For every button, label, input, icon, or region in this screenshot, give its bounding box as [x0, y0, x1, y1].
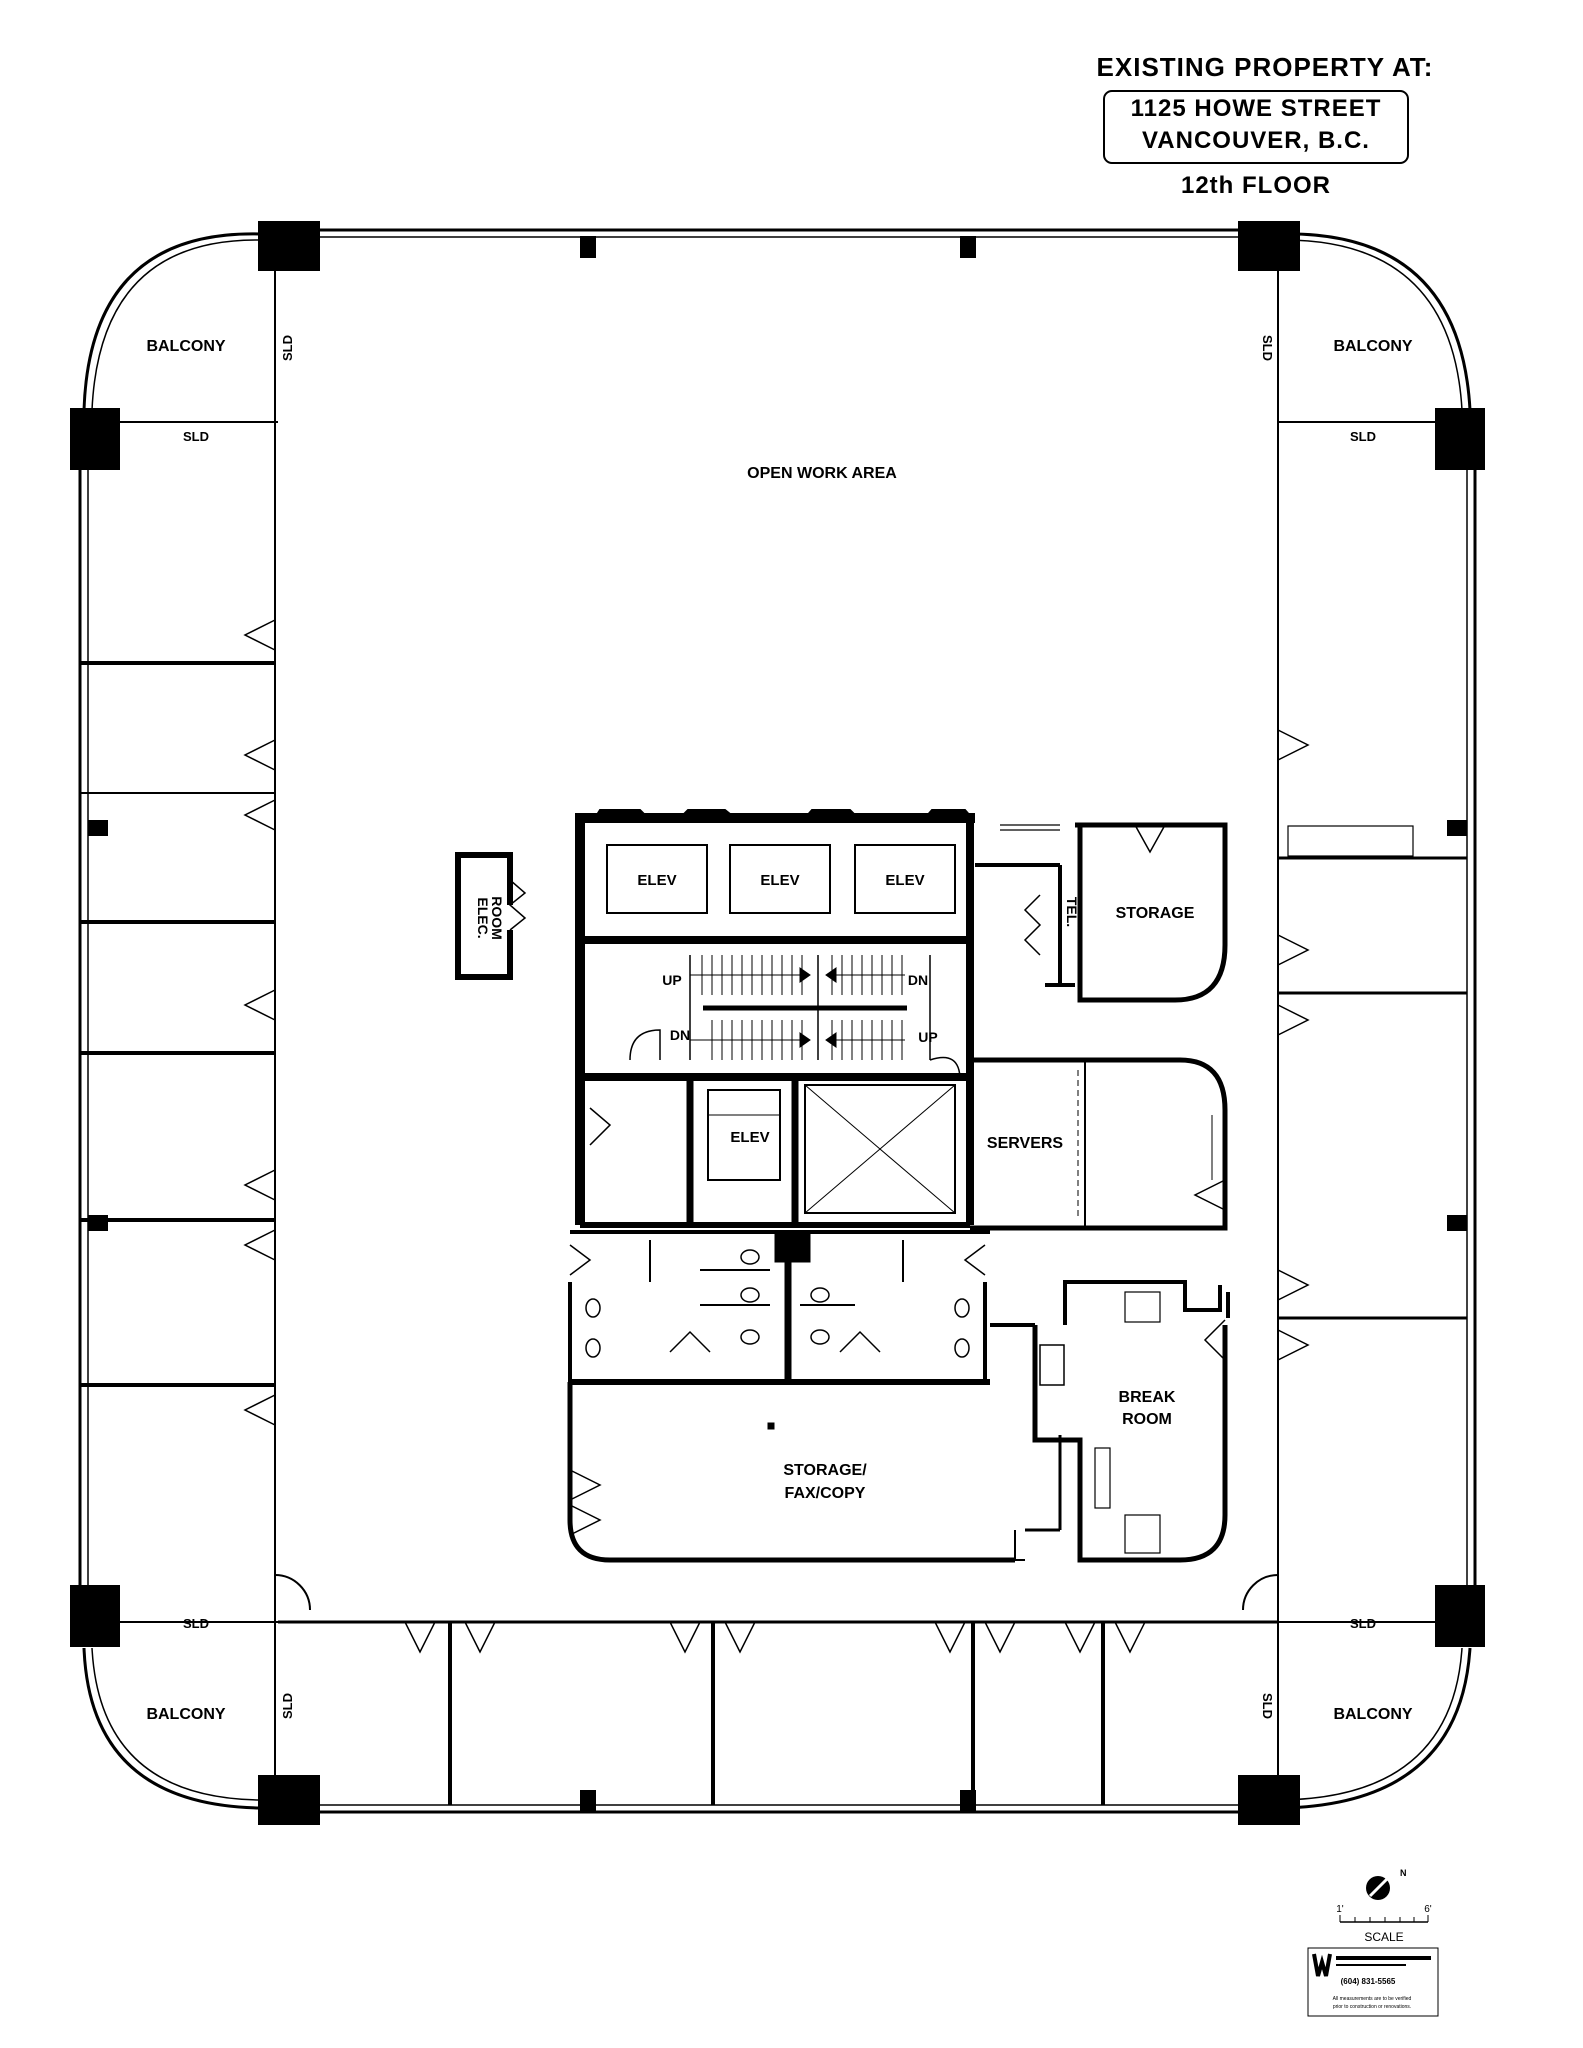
address-street: 1125 HOWE STREET: [1130, 95, 1382, 122]
property-label: EXISTING PROPERTY AT:: [1096, 52, 1434, 82]
storage-fax-room: [567, 1382, 1062, 1563]
label-elec-1: ELEC.: [475, 897, 491, 938]
scale-bar: 1' 6' SCALE: [1336, 1904, 1432, 1944]
north-mark: N: [1400, 1868, 1407, 1878]
label-stair-up-1: UP: [662, 972, 681, 988]
label-elec-2: ROOM: [489, 896, 505, 940]
label-elev-2: ELEV: [760, 872, 799, 889]
label-stair-up-2: UP: [918, 1029, 937, 1045]
scale-right-tick: 6': [1424, 1904, 1432, 1915]
label-sld-sw-h: SLD: [183, 1616, 209, 1631]
left-offices: [80, 422, 311, 1622]
label-sld-ne-h: SLD: [1350, 429, 1376, 444]
logo-note-2: prior to construction or renovations.: [1333, 2004, 1411, 2010]
logo-phone: (604) 831-5565: [1341, 1977, 1396, 1986]
company-logo: (604) 831-5565 All measurements are to b…: [1307, 1947, 1439, 2017]
label-sld-ne-v: SLD: [1260, 335, 1275, 361]
label-tel: TEL.: [1064, 897, 1080, 927]
label-sld-sw-v: SLD: [280, 1693, 295, 1719]
room-labels: OPEN WORK AREA BALCONY BALCONY BALCONY B…: [146, 335, 1412, 1723]
logo-note-1: All measurements are to be verified: [1333, 1996, 1412, 2002]
break-room: [990, 1280, 1230, 1563]
tel-storage-rooms: [975, 822, 1228, 1003]
label-open-work-area: OPEN WORK AREA: [747, 465, 897, 482]
label-sld-nw-h: SLD: [183, 429, 209, 444]
scale-label: SCALE: [1364, 1930, 1403, 1944]
electrical-room: [455, 852, 527, 980]
right-offices: [1242, 422, 1467, 1622]
label-sld-nw-v: SLD: [280, 335, 295, 361]
label-storage-fax-1: STORAGE/: [783, 1462, 867, 1479]
label-storage-fax-2: FAX/COPY: [785, 1485, 866, 1502]
bottom-offices: [278, 1620, 1278, 1805]
label-sld-se-v: SLD: [1260, 1693, 1275, 1719]
label-elev-freight: ELEV: [730, 1129, 769, 1146]
label-stair-dn-2: DN: [670, 1027, 690, 1043]
label-stair-dn-1: DN: [908, 972, 928, 988]
label-storage: STORAGE: [1116, 905, 1195, 922]
washrooms: [568, 1230, 990, 1385]
balcony-partitions: [120, 268, 1435, 1778]
building-envelope: [78, 228, 1477, 1814]
label-elev-3: ELEV: [885, 872, 924, 889]
scale-left-tick: 1': [1336, 1904, 1344, 1915]
address-city: VANCOUVER, B.C.: [1142, 127, 1370, 154]
north-arrow-icon: N: [1366, 1868, 1407, 1900]
label-balcony-sw: BALCONY: [146, 1706, 225, 1723]
structural-columns: [70, 221, 1485, 1825]
label-sld-se-h: SLD: [1350, 1616, 1376, 1631]
label-balcony-se: BALCONY: [1333, 1706, 1412, 1723]
label-balcony-nw: BALCONY: [146, 338, 225, 355]
label-break-1: BREAK: [1119, 1389, 1176, 1406]
address-box: [1103, 90, 1409, 164]
label-break-2: ROOM: [1122, 1411, 1172, 1428]
label-servers: SERVERS: [987, 1135, 1064, 1152]
label-balcony-ne: BALCONY: [1333, 338, 1412, 355]
building-core: [575, 809, 975, 1228]
servers-room: [970, 1057, 1228, 1231]
floor-label: 12th FLOOR: [1180, 172, 1331, 199]
label-elev-1: ELEV: [637, 872, 676, 889]
